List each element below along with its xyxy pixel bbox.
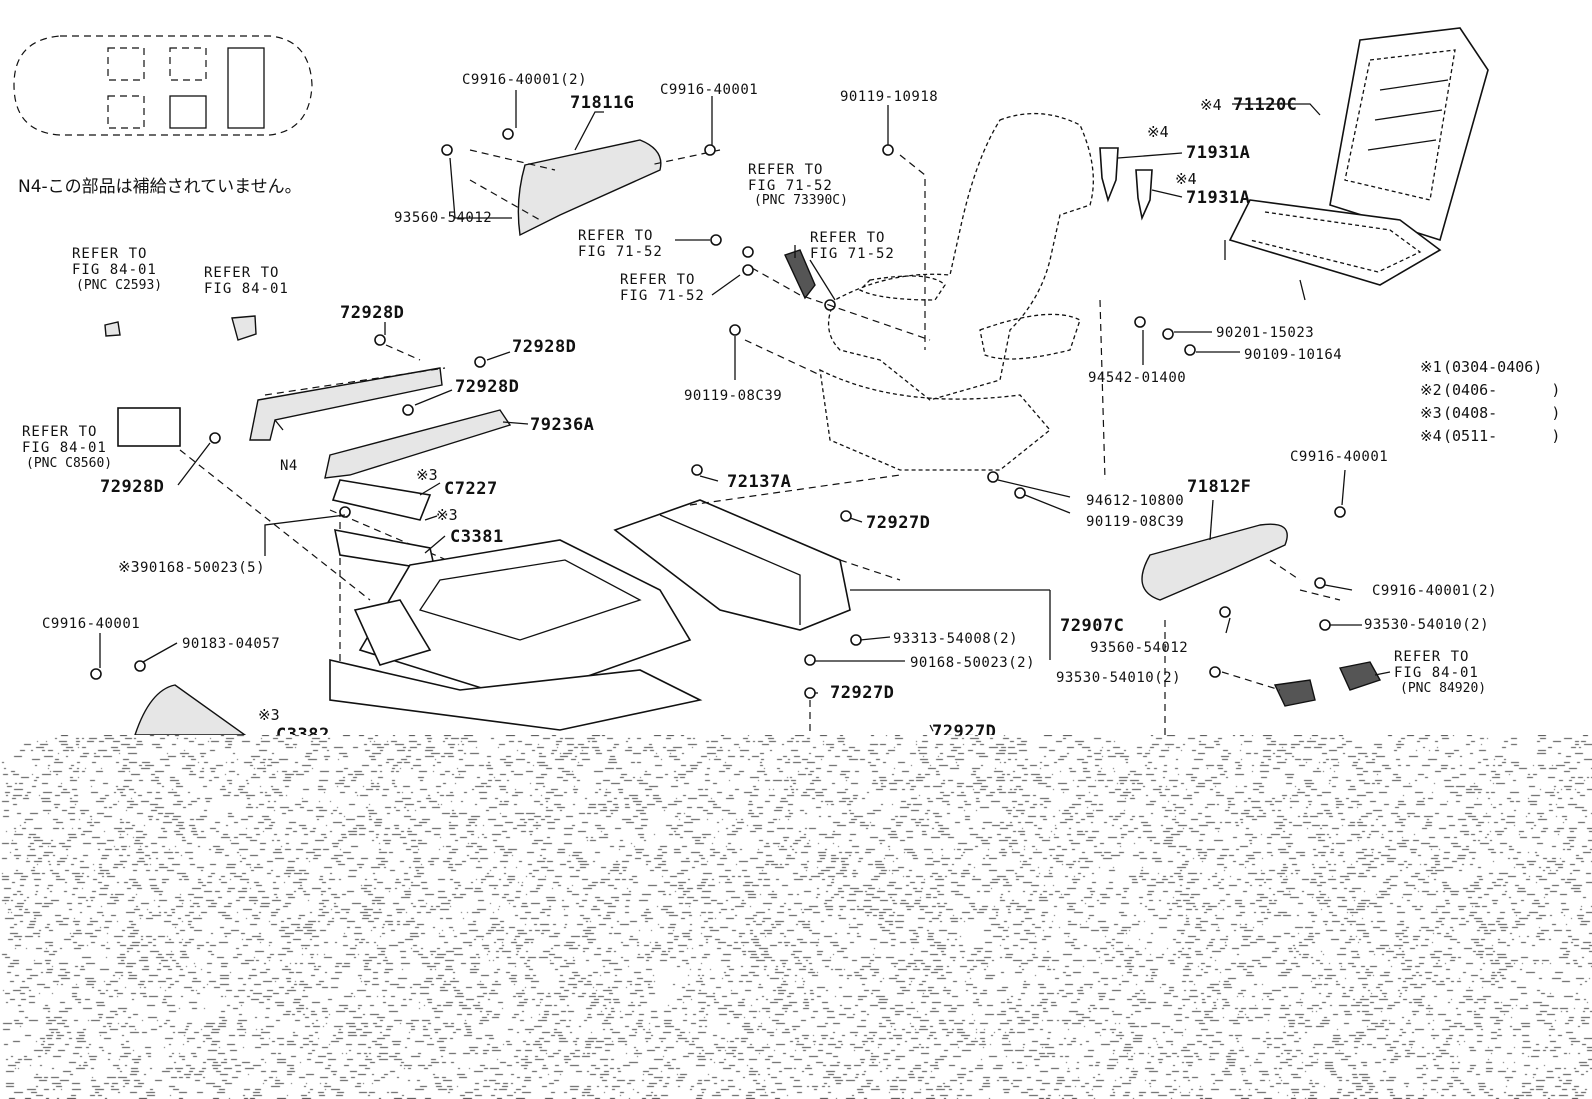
- label-refer-7152b-2: FIG 71-52: [810, 246, 895, 262]
- label-refer-84920-1: REFER TO: [1394, 649, 1469, 665]
- label-90183-04057: 90183-04057: [182, 636, 280, 652]
- scan-noise-region: [0, 735, 1592, 1099]
- label-72927d-2: 72927D: [830, 683, 894, 703]
- label-refer-73390c-2: FIG 71-52: [748, 178, 833, 194]
- leader-lines: [99, 90, 1391, 736]
- label-72928d-3: 72928D: [455, 377, 519, 397]
- legend-range-3: (0408- ): [1443, 404, 1560, 422]
- label-72927d-1: 72927D: [866, 513, 930, 533]
- label-refer-c8560-2: FIG 84-01: [22, 440, 107, 456]
- connector-lower-drawing: [1273, 679, 1316, 707]
- cover-79236a-drawing: [324, 409, 512, 479]
- label-c7227: C7227: [444, 479, 498, 499]
- fasteners: [90, 128, 1346, 699]
- label-72907c: 72907C: [1060, 616, 1124, 636]
- vehicle-seat-locator-icon: [13, 35, 313, 136]
- label-90119-08c39-right: 90119-08C39: [1086, 514, 1184, 530]
- label-93530-54010-2-a: 93530-54010(2): [1364, 617, 1489, 633]
- connector-84920-drawing: [1338, 661, 1382, 691]
- label-90119-10918: 90119-10918: [840, 89, 938, 105]
- label-71931a-1: 71931A: [1186, 143, 1250, 163]
- headrest-guide-1-drawing: [1099, 147, 1119, 203]
- label-79236a: 79236A: [530, 415, 594, 435]
- legend-mark-3: ※3: [1420, 404, 1442, 422]
- label-93560-54012-left: 93560-54012: [394, 210, 492, 226]
- label-refer-c8560-1: REFER TO: [22, 424, 97, 440]
- pad-c7227-drawing: [331, 479, 432, 521]
- label-71931a-2: 71931A: [1186, 188, 1250, 208]
- label-94612-10800: 94612-10800: [1086, 493, 1184, 509]
- label-71120c: 71120C: [1233, 95, 1297, 115]
- date-legend: ※1 (0304-0406) ※2 (0406- ) ※3 (0408- ) ※…: [1420, 358, 1560, 445]
- label-refer-7152c-1: REFER TO: [620, 272, 695, 288]
- label-refer-8401-2: FIG 84-01: [204, 281, 289, 297]
- label-star3-c7227: ※3: [416, 466, 438, 484]
- side-cover-71811g-drawing: [517, 139, 662, 237]
- label-refer-c8560-3: (PNC C8560): [26, 456, 112, 471]
- legend-mark-4: ※4: [1420, 427, 1442, 445]
- bracket-lower-left-drawing: [134, 684, 248, 736]
- label-90119-08c39-mid: 90119-08C39: [684, 388, 782, 404]
- label-c3381: C3381: [450, 527, 504, 547]
- side-cover-71812f-drawing: [1141, 523, 1288, 601]
- label-90109-10164: 90109-10164: [1244, 347, 1342, 363]
- label-71812f: 71812F: [1187, 477, 1251, 497]
- label-90168-50023-5: 90168-50023(5): [140, 560, 265, 576]
- label-c9916-40001-2-right: C9916-40001(2): [1372, 583, 1497, 599]
- seat-pan-72907c-drawing: [613, 474, 901, 631]
- label-c9916-40001-left: C9916-40001: [42, 616, 140, 632]
- label-star4-71120c: ※4: [1200, 96, 1222, 114]
- part-labels: C9916-40001(2) 71811G C9916-40001 90119-…: [22, 72, 1497, 745]
- ecu-box-c8560-drawing: [117, 407, 181, 447]
- clip-c2593-drawing: [104, 321, 121, 337]
- label-refer-7152c-2: FIG 71-52: [620, 288, 705, 304]
- label-72928d-2: 72928D: [512, 337, 576, 357]
- label-star3-c3381: ※3: [436, 506, 458, 524]
- label-refer-8401-1: REFER TO: [204, 265, 279, 281]
- label-star4-71931a-2: ※4: [1175, 170, 1197, 188]
- connector-8401-drawing: [231, 315, 257, 341]
- label-72928d-4: 72928D: [100, 477, 164, 497]
- label-star4-71931a-1: ※4: [1147, 123, 1169, 141]
- label-refer-7152a-1: REFER TO: [578, 228, 653, 244]
- label-refer-c2593-2: FIG 84-01: [72, 262, 157, 278]
- label-star3-90168: ※3: [118, 558, 140, 576]
- label-c9916-40001-right: C9916-40001: [1290, 449, 1388, 465]
- label-refer-c2593-1: REFER TO: [72, 246, 147, 262]
- label-refer-7152b-1: REFER TO: [810, 230, 885, 246]
- seat-back-frame-drawing: [1224, 27, 1489, 301]
- label-94542-01400: 94542-01400: [1088, 370, 1186, 386]
- label-93560-54012-right: 93560-54012: [1090, 640, 1188, 656]
- label-72928d-1: 72928D: [340, 303, 404, 323]
- seat-assembly-outline: [819, 112, 1094, 471]
- label-n4: N4: [280, 458, 298, 474]
- label-refer-73390c-3: (PNC 73390C): [754, 193, 848, 208]
- label-72137a: 72137A: [727, 472, 791, 492]
- label-c9916-40001-2-top: C9916-40001(2): [462, 72, 587, 88]
- label-93313-54008-2: 93313-54008(2): [893, 631, 1018, 647]
- legend-range-4: (0511- ): [1443, 427, 1560, 445]
- legend-range-2: (0406- ): [1443, 381, 1560, 399]
- n4-note: N4-この部品は補給されていません。: [18, 177, 302, 197]
- label-refer-84920-2: FIG 84-01: [1394, 665, 1479, 681]
- label-93530-54010-2-b: 93530-54010(2): [1056, 670, 1181, 686]
- rail-cover-n4-drawing: [249, 367, 443, 441]
- label-refer-73390c-1: REFER TO: [748, 162, 823, 178]
- label-71811g: 71811G: [570, 93, 634, 113]
- headrest-guide-2-drawing: [1135, 169, 1153, 221]
- legend-mark-1: ※1: [1420, 358, 1442, 376]
- label-90168-50023-2: 90168-50023(2): [910, 655, 1035, 671]
- label-c9916-40001-top: C9916-40001: [660, 82, 758, 98]
- legend-mark-2: ※2: [1420, 381, 1442, 399]
- label-refer-c2593-3: (PNC C2593): [76, 278, 162, 293]
- label-star3-c3382: ※3: [258, 706, 280, 724]
- seat-cushion-frame-drawing: [329, 539, 703, 731]
- legend-range-1: (0304-0406): [1443, 358, 1542, 376]
- label-refer-84920-3: (PNC 84920): [1400, 681, 1486, 696]
- label-90201-15023: 90201-15023: [1216, 325, 1314, 341]
- label-refer-7152a-2: FIG 71-52: [578, 244, 663, 260]
